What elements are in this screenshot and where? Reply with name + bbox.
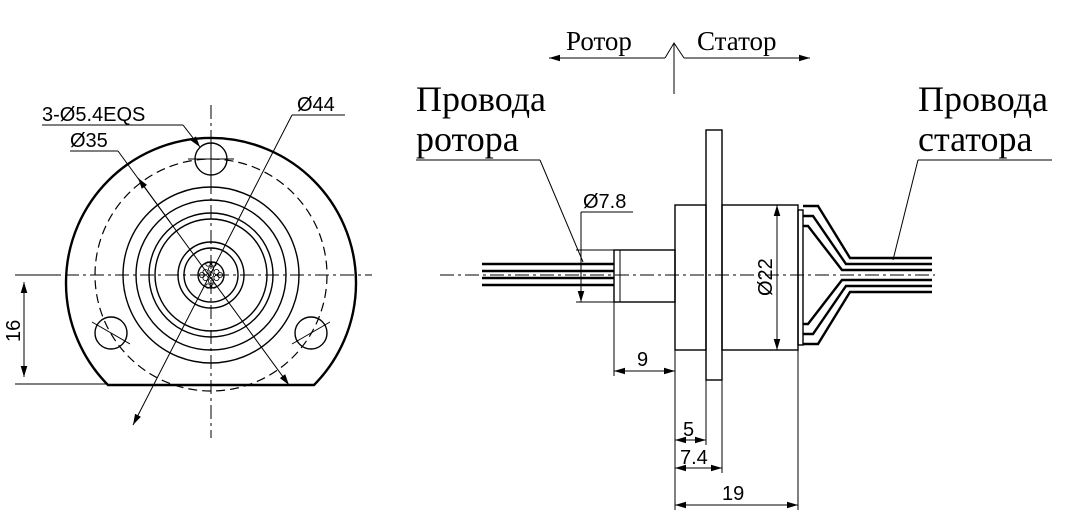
d22-label: Ø22	[755, 258, 777, 296]
rotor-wires-label-line1: Провода	[416, 79, 546, 119]
flange-outline	[64, 136, 358, 387]
rotor-wires-leader	[539, 159, 584, 263]
hole-right-tick	[291, 321, 331, 345]
dim19-label: 19	[722, 483, 744, 505]
d35-label: Ø35	[70, 130, 108, 152]
dim9-label: 9	[637, 349, 648, 371]
holes-label: 3-Ø5.4EQS	[42, 104, 145, 126]
rotor-stator-divider	[664, 42, 685, 94]
mounting-hole-right	[294, 316, 328, 350]
rotor-label: Ротор	[566, 26, 632, 56]
body-ring-outer	[122, 186, 300, 364]
housing-rotor-side	[674, 204, 707, 351]
side-view: Ротор Статор Провода ротора	[416, 26, 1052, 510]
rotor-wires	[482, 262, 614, 287]
rotor-wires-label-line2: ротора	[416, 119, 519, 159]
wire-bundle-ring	[197, 261, 225, 289]
dim74-label: 7.4	[680, 447, 708, 469]
stator-cap	[797, 209, 804, 346]
hole-left-tick	[91, 321, 131, 345]
mounting-hole-left	[94, 316, 128, 350]
body-ring-4	[154, 218, 268, 332]
shaft-ring-inner	[183, 247, 239, 303]
body-ring-3	[148, 212, 274, 338]
front-view: Ø35 Ø44 3-Ø5.4EQS 16	[3, 94, 372, 438]
dim5-label: 5	[683, 419, 694, 441]
d35-arrow-start	[137, 177, 171, 223]
flange-plate	[705, 129, 723, 381]
holes-leader	[182, 124, 201, 148]
stator-wires-label-line2: статора	[918, 119, 1032, 159]
stator-wires	[803, 204, 932, 346]
shaft-ring-outer	[177, 241, 245, 309]
d44-label: Ø44	[297, 94, 335, 116]
stator-label: Статор	[697, 26, 777, 56]
rotor-shaft	[613, 249, 676, 303]
dim16-label: 16	[3, 320, 25, 342]
stator-wires-label-line1: Провода	[918, 79, 1048, 119]
d78-label: Ø7.8	[583, 191, 626, 213]
d44-diameter-line	[132, 114, 293, 426]
body-ring-2	[135, 199, 287, 351]
stator-wires-leader	[892, 159, 919, 261]
